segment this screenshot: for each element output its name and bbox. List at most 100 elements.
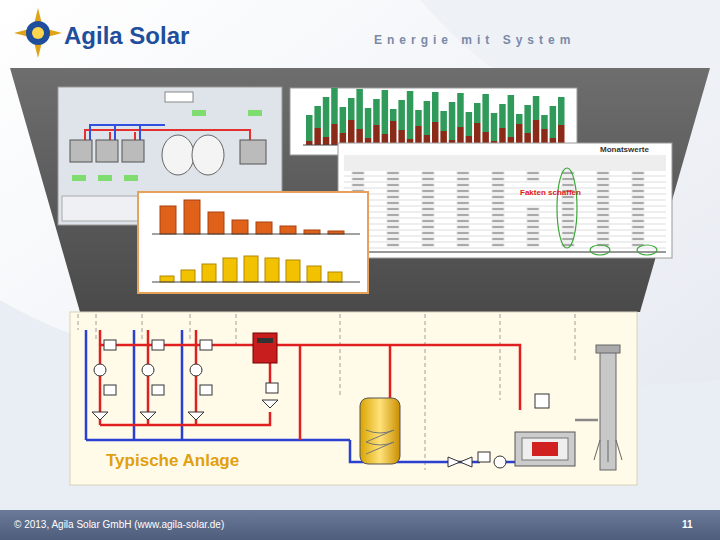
chart-bar	[457, 226, 469, 228]
chart-bar	[432, 92, 439, 122]
chart-bar	[492, 214, 504, 216]
chart-bar	[344, 218, 666, 219]
chart-bar	[492, 238, 504, 240]
chart-bar	[387, 196, 399, 198]
chart-bar	[344, 200, 666, 201]
chart-bar	[331, 124, 338, 145]
chart-bar	[541, 115, 548, 129]
chart-bar	[352, 184, 364, 186]
tagline: Energie mit System	[374, 33, 575, 47]
logo-star	[14, 8, 62, 58]
chart-bar	[387, 214, 399, 216]
chart-bar	[562, 214, 574, 216]
chart-bar	[632, 178, 644, 180]
chart-bar	[184, 200, 200, 234]
chart-bar	[457, 202, 469, 204]
chart-bar	[344, 194, 666, 195]
chart-bar	[232, 220, 248, 234]
chart-bar	[223, 258, 237, 282]
chart-bar	[527, 244, 539, 246]
chart-bar	[632, 172, 644, 174]
chart-bar	[457, 178, 469, 180]
chart-bar	[244, 256, 258, 282]
chart-bar	[422, 184, 434, 186]
chart-bar	[562, 232, 574, 234]
chart-bar	[457, 127, 464, 145]
chart-bar	[344, 224, 666, 225]
chart-bar	[558, 97, 565, 125]
chart-bar	[597, 178, 609, 180]
chart-bar	[387, 232, 399, 234]
chart-bar	[457, 196, 469, 198]
chart-bar	[558, 125, 565, 145]
chart-bar	[373, 99, 380, 125]
chart-bar	[508, 95, 514, 137]
chart-bar	[632, 232, 644, 234]
chart-bar	[422, 214, 434, 216]
chart-bar	[562, 238, 574, 240]
funnel	[10, 68, 710, 312]
chart-bar	[344, 176, 666, 177]
table-note: Fakten schaffen	[520, 188, 581, 197]
chart-bar	[352, 178, 364, 180]
chart-bar	[160, 276, 174, 282]
chart-bar	[527, 214, 539, 216]
chart-bar	[387, 178, 399, 180]
chart-bar	[457, 214, 469, 216]
chart-bar	[597, 196, 609, 198]
page-number: 11	[682, 519, 693, 530]
chart-bar	[562, 226, 574, 228]
chart-bar	[597, 226, 609, 228]
chart-bar	[422, 196, 434, 198]
chart-bar	[597, 202, 609, 204]
chart-bar	[365, 108, 372, 138]
chart-bar	[457, 232, 469, 234]
chart-bar	[181, 270, 195, 282]
chart-bar	[491, 113, 498, 141]
chart-bar	[265, 258, 279, 282]
chart-bar	[527, 208, 539, 210]
chart-bar	[527, 232, 539, 234]
chart-bar	[562, 202, 574, 204]
chart-bar	[382, 90, 389, 134]
chart-bar	[387, 238, 399, 240]
chart-bar	[407, 91, 414, 139]
chart-bar	[344, 236, 666, 237]
chart-bar	[562, 184, 574, 186]
chart-bar	[422, 244, 434, 246]
chart-bar	[306, 141, 313, 145]
chart-bar	[527, 220, 539, 222]
chart-bar	[286, 260, 300, 282]
chart-bar	[527, 238, 539, 240]
chart-bar	[597, 232, 609, 234]
chart-bar	[348, 98, 355, 120]
chart-bar	[597, 190, 609, 192]
chart-bar	[632, 220, 644, 222]
chart-bar	[440, 111, 447, 131]
chart-bar	[597, 184, 609, 186]
chart-bar	[344, 248, 666, 249]
chart-bar	[415, 110, 422, 126]
chart-bar	[344, 206, 666, 207]
chart-bar	[632, 226, 644, 228]
chart-bar	[340, 107, 347, 133]
chart-bar	[390, 121, 397, 145]
chart-bar	[390, 109, 397, 121]
chart-bar	[307, 266, 321, 282]
chart-bar	[492, 196, 504, 198]
chart-bar	[632, 196, 644, 198]
chart-bar	[457, 93, 464, 127]
chart-bar	[524, 105, 531, 133]
chart-bar	[492, 172, 504, 174]
chart-bar	[457, 172, 469, 174]
chart-bar	[344, 230, 666, 231]
chart-bar	[387, 226, 399, 228]
chart-bar	[344, 242, 666, 243]
chart-bar	[527, 226, 539, 228]
chart-bar	[344, 188, 666, 189]
chart-bar	[323, 137, 330, 145]
chart-bar	[348, 120, 355, 145]
chart-bar	[562, 178, 574, 180]
chart-bar	[474, 103, 481, 123]
chart-bar	[457, 190, 469, 192]
